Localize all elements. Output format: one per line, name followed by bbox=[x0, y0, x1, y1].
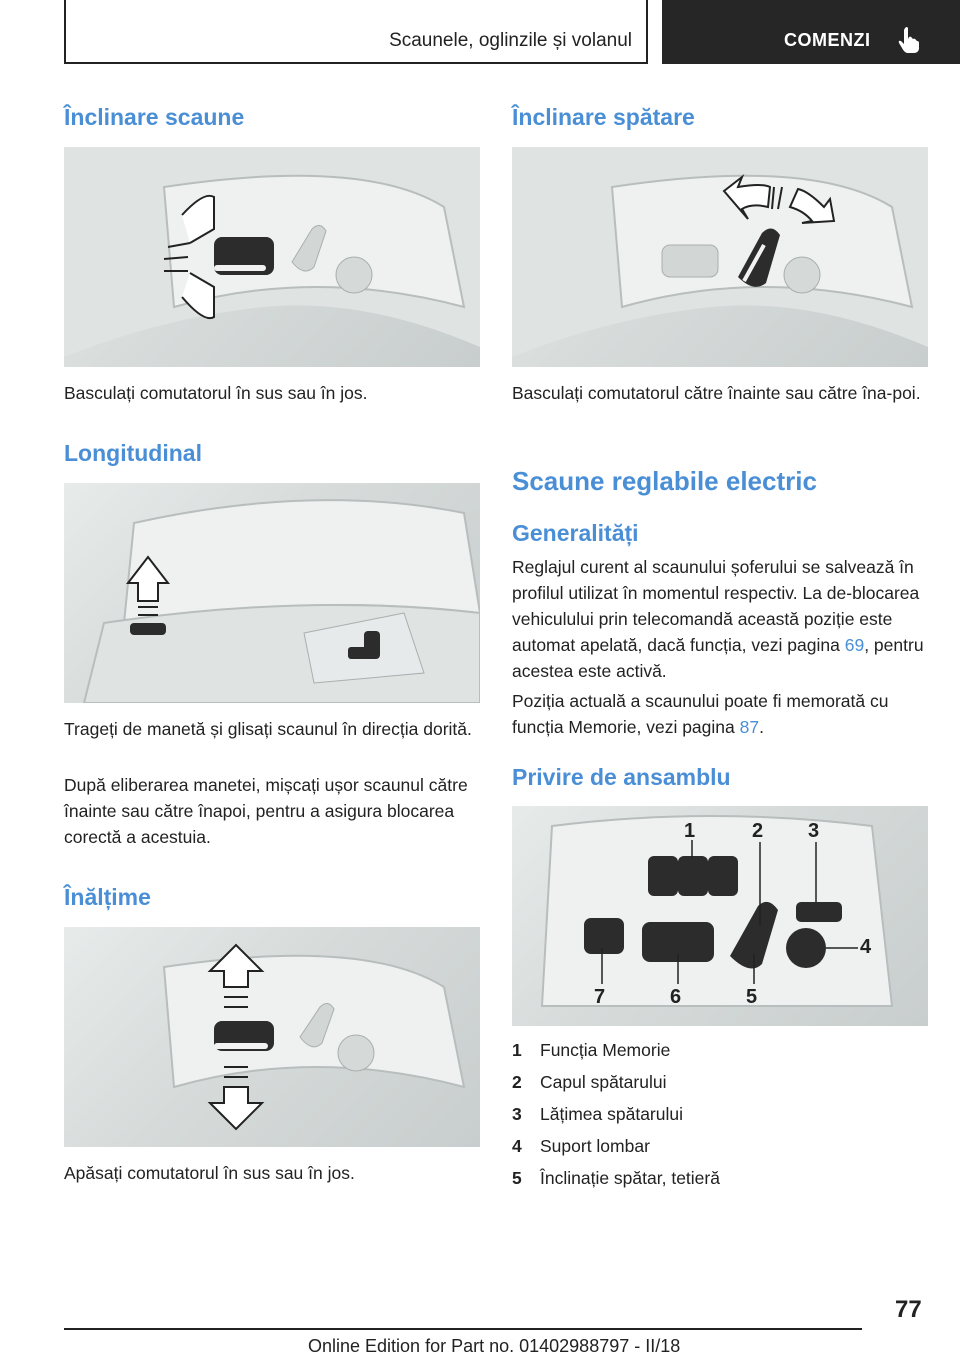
hand-pointer-icon bbox=[898, 27, 919, 53]
footer-edition: Online Edition for Part no. 01402988797 … bbox=[308, 1336, 681, 1356]
list-item-number: 4 bbox=[512, 1136, 522, 1156]
longitudinal-instruction: Trageți de manetă și glisați scaunul în … bbox=[64, 719, 472, 739]
list-item-number: 2 bbox=[512, 1072, 522, 1092]
footer-divider bbox=[64, 1328, 862, 1330]
header-section-box: Scaunele, oglinzile și volanul bbox=[64, 0, 648, 64]
longitudinal-illustration bbox=[64, 483, 480, 703]
page-link-87[interactable]: 87 bbox=[739, 717, 760, 737]
callout-4: 4 bbox=[860, 936, 872, 958]
list-item-number: 5 bbox=[512, 1168, 522, 1188]
callout-2: 2 bbox=[752, 820, 764, 842]
page-number: 77 bbox=[895, 1296, 922, 1323]
header-tab-label: COMENZI bbox=[784, 30, 871, 50]
heading-seat-tilt: Înclinare scaune bbox=[64, 104, 245, 130]
list-item-number: 3 bbox=[512, 1104, 522, 1124]
heading-electric-seats: Scaune reglabile electric bbox=[512, 466, 817, 496]
list-item-label: Funcția Memorie bbox=[540, 1040, 671, 1060]
backrest-tilt-instruction: Basculați comutatorul către înainte sau … bbox=[512, 383, 921, 403]
callout-3: 3 bbox=[808, 820, 820, 842]
header-tab-box: COMENZI bbox=[662, 0, 960, 64]
general-paragraph: Reglajul curent al scaunului șoferului s… bbox=[512, 554, 928, 684]
backrest-tilt-illustration bbox=[512, 147, 928, 367]
callout-7: 7 bbox=[594, 986, 606, 1008]
list-item-label: Lățimea spătarului bbox=[540, 1104, 683, 1124]
heading-height: Înălțime bbox=[64, 884, 151, 910]
general-text: Reglajul curent al scaunului șoferului s… bbox=[512, 557, 920, 655]
list-item-label: Suport lombar bbox=[540, 1136, 650, 1156]
seat-tilt-illustration bbox=[64, 147, 480, 367]
height-instruction: Apăsați comutatorul în sus sau în jos. bbox=[64, 1163, 355, 1183]
general-text-end: , pentru acestea este activă. bbox=[512, 635, 924, 681]
memory-text-end: . bbox=[759, 717, 764, 737]
heading-longitudinal: Longitudinal bbox=[64, 440, 202, 466]
longitudinal-note: După eliberarea manetei, mișcați ușor sc… bbox=[64, 775, 468, 847]
list-item-label: Înclinație spătar, tetieră bbox=[540, 1168, 720, 1188]
heading-backrest-tilt: Înclinare spătare bbox=[512, 104, 695, 130]
callout-6: 6 bbox=[670, 986, 682, 1008]
list-item-number: 1 bbox=[512, 1040, 522, 1060]
heading-overview: Privire de ansamblu bbox=[512, 764, 731, 790]
height-illustration bbox=[64, 927, 480, 1147]
seat-tilt-instruction: Basculați comutatorul în sus sau în jos. bbox=[64, 383, 368, 403]
memory-text: Poziția actuală a scaunului poate fi mem… bbox=[512, 691, 889, 737]
page-link-69[interactable]: 69 bbox=[844, 635, 865, 655]
heading-general: Generalități bbox=[512, 520, 639, 546]
seat-controls-overview-illustration: 1 2 3 4 5 6 7 bbox=[512, 806, 928, 1026]
callout-1: 1 bbox=[684, 820, 696, 842]
callout-5: 5 bbox=[746, 986, 758, 1008]
list-item-label: Capul spătarului bbox=[540, 1072, 667, 1092]
memory-paragraph: Poziția actuală a scaunului poate fi mem… bbox=[512, 688, 928, 740]
header-section-title: Scaunele, oglinzile și volanul bbox=[389, 30, 632, 51]
